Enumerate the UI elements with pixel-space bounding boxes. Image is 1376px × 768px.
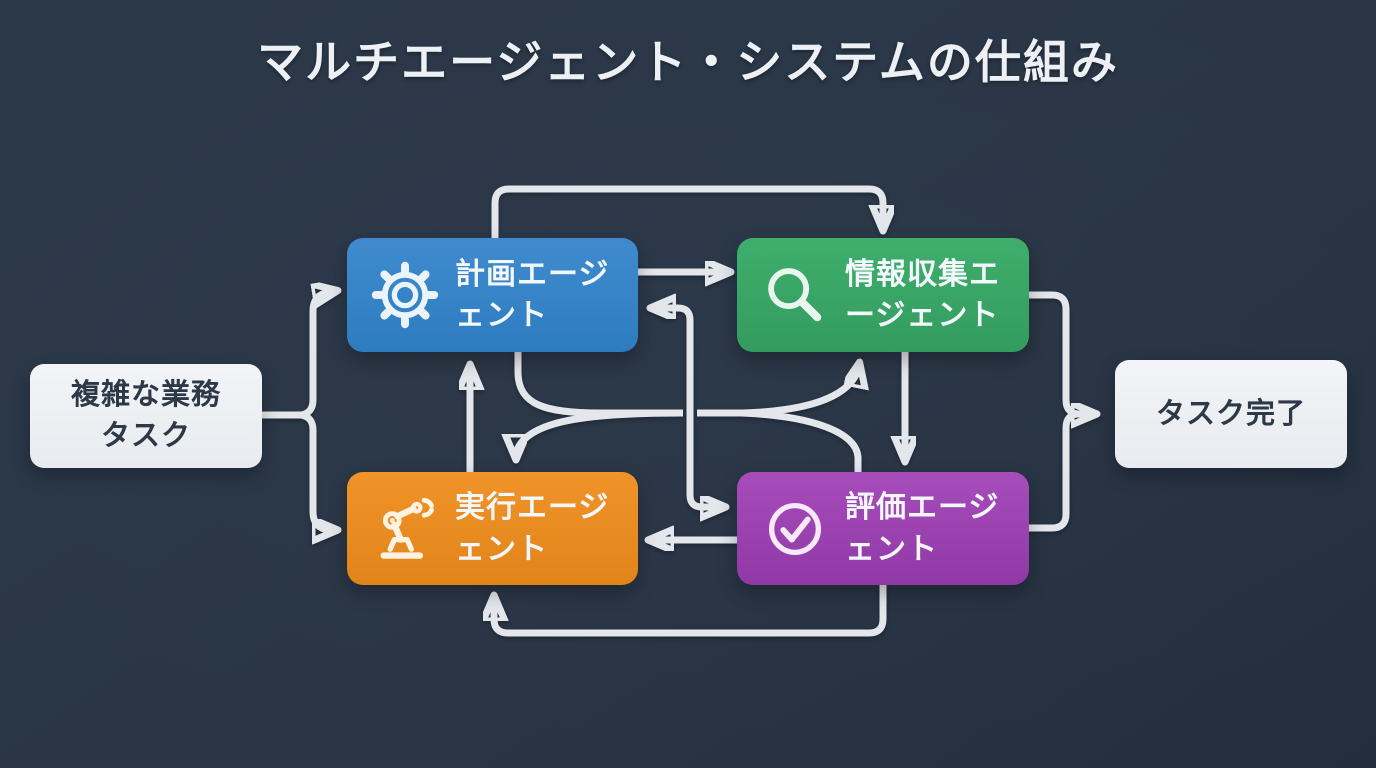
execution-agent-label: 実行エージ ェント bbox=[455, 491, 610, 566]
research-agent-label: 情報収集エ ージェント bbox=[845, 257, 1000, 332]
input-task-node: 複雑な業務 タスク bbox=[30, 364, 262, 468]
evaluation-agent-node: 評価エージ ェント bbox=[737, 472, 1029, 585]
arrow-planning-to-research-toploop bbox=[491, 185, 883, 238]
arrow-input-to-planning bbox=[300, 291, 335, 419]
search-icon bbox=[768, 268, 822, 322]
research-agent-node: 情報収集エ ージェント bbox=[737, 238, 1029, 352]
planning-agent-node: 計画エージ ェント bbox=[347, 238, 638, 352]
evaluation-agent-label: 評価エージ ェント bbox=[845, 491, 1000, 566]
arrow-input-to-execution bbox=[300, 411, 335, 530]
arrow-evaluation-scurve-out bbox=[741, 409, 862, 472]
check-circle-icon bbox=[768, 502, 822, 555]
arrow-evaluation-to-execution-bottomloop bbox=[494, 585, 887, 637]
arrow-scurve-to-execution bbox=[516, 409, 684, 457]
input-task-label: 複雑な業務 タスク bbox=[70, 379, 221, 452]
arrow-evaluation-to-output bbox=[1029, 410, 1080, 532]
planning-agent-label: 計画エージ ェント bbox=[455, 257, 610, 332]
robot-arm-icon bbox=[380, 497, 434, 559]
gear-icon bbox=[371, 261, 439, 329]
execution-agent-node: 実行エージ ェント bbox=[347, 472, 638, 585]
diagram-title: マルチエージェント・システムの仕組み bbox=[257, 36, 1119, 88]
arrow-cross-to-planning bbox=[653, 308, 694, 412]
arrow-cross-to-evaluation bbox=[686, 412, 723, 507]
output-complete-node: タスク完了 bbox=[1115, 360, 1347, 468]
arrow-planning-scurve-out bbox=[514, 352, 683, 417]
output-complete-label: タスク完了 bbox=[1155, 397, 1306, 430]
arrow-scurve-to-research bbox=[697, 365, 859, 417]
arrow-research-to-output bbox=[1029, 291, 1094, 414]
